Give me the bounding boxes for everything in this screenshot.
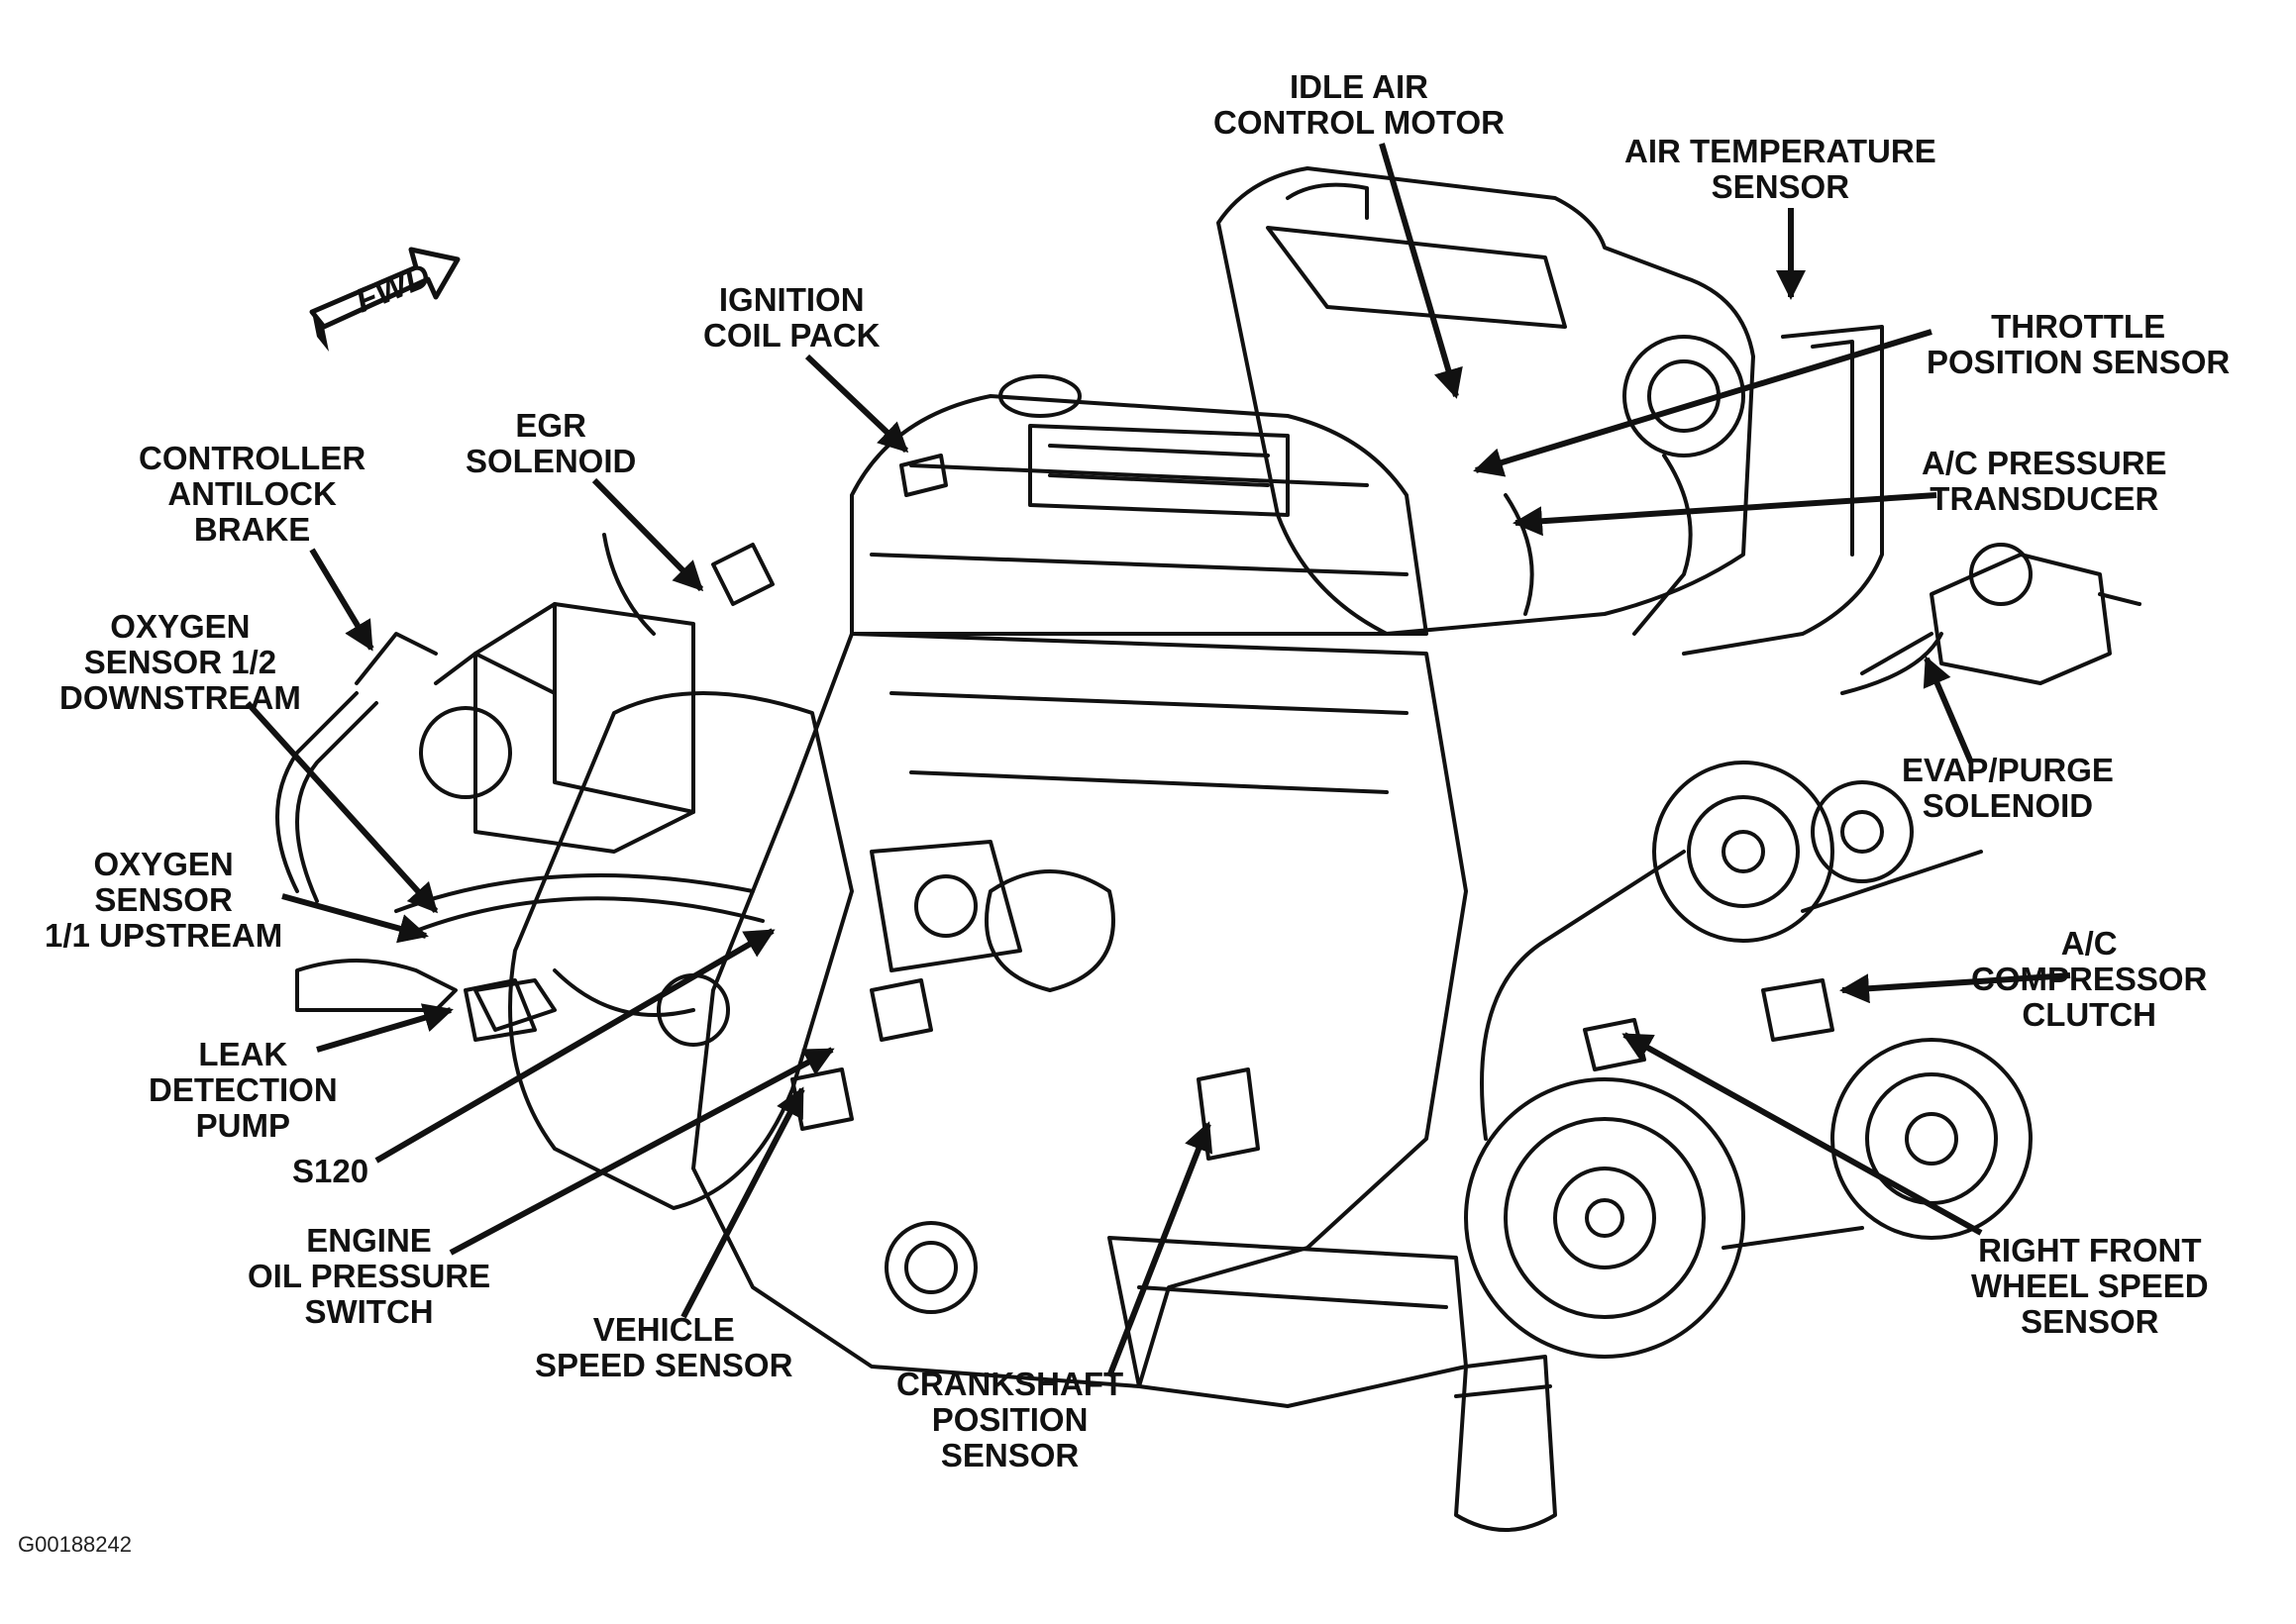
fwd-arrow-icon: FWD: [309, 247, 461, 352]
leader-arrows: [245, 143, 2071, 1378]
label-vehicle-speed-sensor: VEHICLE SPEED SENSOR: [535, 1311, 793, 1383]
label-ac-pressure-transducer: A/C PRESSURE TRANSDUCER: [1922, 445, 2167, 517]
figure-id: G00188242: [18, 1532, 132, 1557]
label-controller-antilock-brake: CONTROLLER ANTILOCK BRAKE: [139, 440, 366, 548]
label-idle-air-control-motor: IDLE AIR CONTROL MOTOR: [1213, 68, 1505, 141]
label-leak-detection-pump: LEAK DETECTION PUMP: [149, 1036, 338, 1144]
label-engine-oil-pressure-switch: ENGINE OIL PRESSURE SWITCH: [248, 1222, 491, 1330]
label-ac-compressor-clutch: A/C COMPRESSOR CLUTCH: [1971, 925, 2208, 1033]
label-s120: S120: [292, 1153, 369, 1189]
label-crankshaft-position-sensor: CRANKSHAFT POSITION SENSOR: [896, 1366, 1124, 1473]
label-evap-purge-solenoid: EVAP/PURGE SOLENOID: [1902, 752, 2114, 824]
label-oxygen-sensor-1-2-downstream: OXYGEN SENSOR 1/2 DOWNSTREAM: [59, 608, 301, 716]
label-egr-solenoid: EGR SOLENOID: [466, 407, 637, 479]
label-oxygen-sensor-1-1-upstream: OXYGEN SENSOR 1/1 UPSTREAM: [45, 846, 283, 954]
label-ignition-coil-pack: IGNITION COIL PACK: [703, 281, 881, 354]
label-air-temperature-sensor: AIR TEMPERATURE SENSOR: [1624, 133, 1936, 205]
label-right-front-wheel-speed-sensor: RIGHT FRONT WHEEL SPEED SENSOR: [1971, 1232, 2209, 1340]
svg-text:FWD: FWD: [351, 256, 436, 320]
label-throttle-position-sensor: THROTTLE POSITION SENSOR: [1927, 308, 2231, 380]
